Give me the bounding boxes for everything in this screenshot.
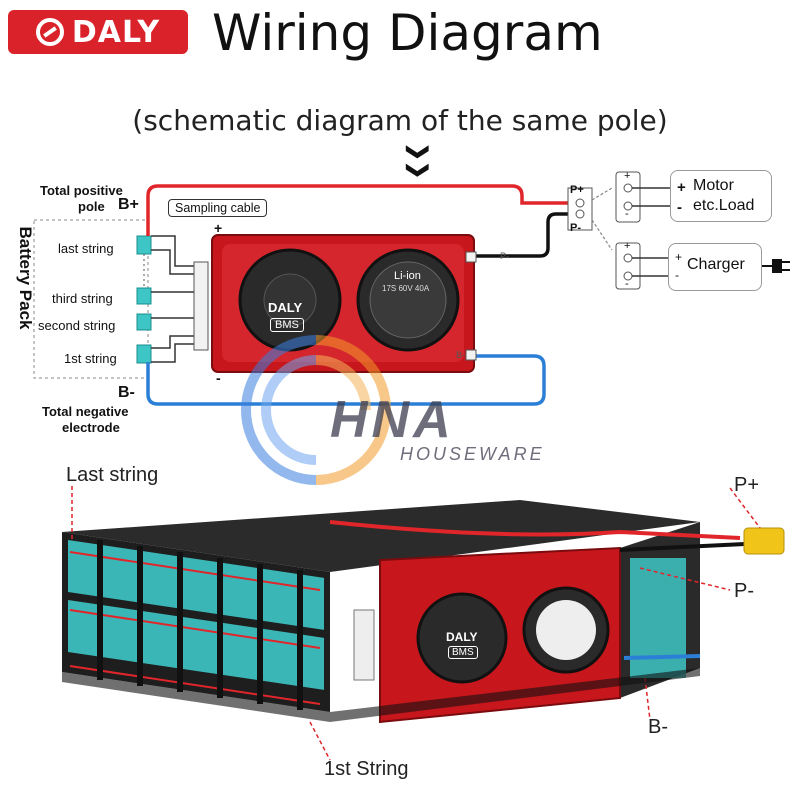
watermark-globe-icon: [241, 335, 391, 485]
wiring-schematic: [33, 171, 790, 406]
cell-third: [136, 287, 152, 305]
port-pplus-label: P+: [570, 184, 584, 196]
total-negative-label: Total negative: [42, 404, 129, 419]
cell-rows: [68, 540, 324, 710]
output-port-block: [567, 187, 593, 231]
b-minus-wire-label: B-: [456, 350, 465, 360]
load-line2: etc.Load: [693, 197, 755, 214]
page-title: Wiring Diagram: [212, 4, 603, 62]
cell-first: [136, 344, 152, 364]
daly-mark-icon: [35, 18, 64, 46]
charger-plus-mark: +: [624, 240, 631, 252]
charger-box-minus: -: [675, 268, 679, 282]
photo-bms-fan-left: [416, 592, 508, 684]
charger-label: Charger: [687, 256, 745, 273]
pole-label: pole: [78, 199, 105, 214]
photo-balance-plug: [353, 609, 375, 681]
photo-blue-wire: [623, 654, 701, 660]
brand-name: DALY: [71, 14, 161, 50]
bms-chem-label: Li-ion: [394, 270, 421, 282]
charger-box: + - Charger: [668, 243, 762, 291]
daly-logo: DALY: [8, 10, 188, 54]
bms-brand-label: DALY: [268, 300, 303, 315]
port-pminus-label: P-: [570, 222, 581, 234]
string-label-last: last string: [58, 241, 114, 256]
sampling-cable-label: Sampling cable: [168, 199, 268, 217]
photo-bms-brand: DALY: [446, 630, 478, 644]
load-minus-mark: -: [625, 208, 629, 220]
load-box: + - Motor etc.Load: [670, 170, 772, 222]
battery-pack-label: Battery Pack: [16, 226, 35, 330]
string-label-third: third string: [52, 291, 113, 306]
photo-bms-label: BMS: [448, 646, 478, 659]
charger-minus-mark: -: [625, 278, 629, 290]
b-minus-label: B-: [118, 384, 135, 401]
photo-red-wire: [329, 520, 741, 540]
page-subtitle: (schematic diagram of the same pole): [132, 104, 668, 137]
cell-stack: [136, 235, 152, 364]
b-plus-wire: [146, 184, 574, 236]
photo-black-wire: [619, 542, 746, 552]
cell-last: [136, 235, 152, 255]
cell-second: [136, 313, 152, 331]
total-positive-label: Total positive: [40, 183, 123, 198]
photo-pminus-label: P-: [734, 580, 754, 602]
callout-lines: [71, 486, 761, 761]
photo-first-string-label: 1st String: [324, 758, 409, 780]
battery-photo: [62, 486, 785, 761]
pack-top-face: [62, 500, 700, 572]
side-cells: [630, 558, 686, 678]
load-line1: Motor: [693, 177, 734, 194]
load-box-plus: +: [677, 179, 686, 196]
p-minus-wire: [470, 212, 574, 258]
charger-box-plus: +: [675, 250, 683, 264]
electrode-label: electrode: [62, 420, 120, 435]
string-label-second: second string: [38, 318, 116, 333]
watermark-text: HNA: [330, 391, 455, 449]
load-box-minus: -: [677, 199, 682, 216]
bms-minus-terminal-label: -: [216, 370, 221, 386]
balance-connector: [193, 261, 209, 351]
load-plus-mark: +: [624, 170, 631, 182]
b-minus-wire: [146, 354, 546, 406]
photo-bminus-label: B-: [648, 716, 668, 738]
watermark-subtext: HOUSEWARE: [400, 444, 545, 464]
sampling-cable-wires: [151, 235, 196, 363]
photo-last-string-label: Last string: [66, 464, 159, 486]
photo-bms-label-plate: [536, 600, 596, 660]
string-label-first: 1st string: [64, 351, 117, 366]
b-plus-label: B+: [118, 196, 139, 213]
plug-icon: [760, 259, 790, 273]
bms-spec-label: 17S 60V 40A: [382, 284, 430, 293]
bms-plus-terminal-label: +: [214, 220, 223, 236]
bms-label: BMS: [270, 318, 304, 332]
bms-pminus-terminal: [465, 251, 477, 263]
photo-pplus-label: P+: [734, 474, 760, 496]
charger-connector: [615, 242, 641, 290]
p-minus-wire-label: P-: [500, 251, 509, 261]
bms-bminus-terminal: [465, 349, 477, 361]
xt-connector-icon: [743, 527, 785, 555]
load-connector: [615, 171, 641, 223]
